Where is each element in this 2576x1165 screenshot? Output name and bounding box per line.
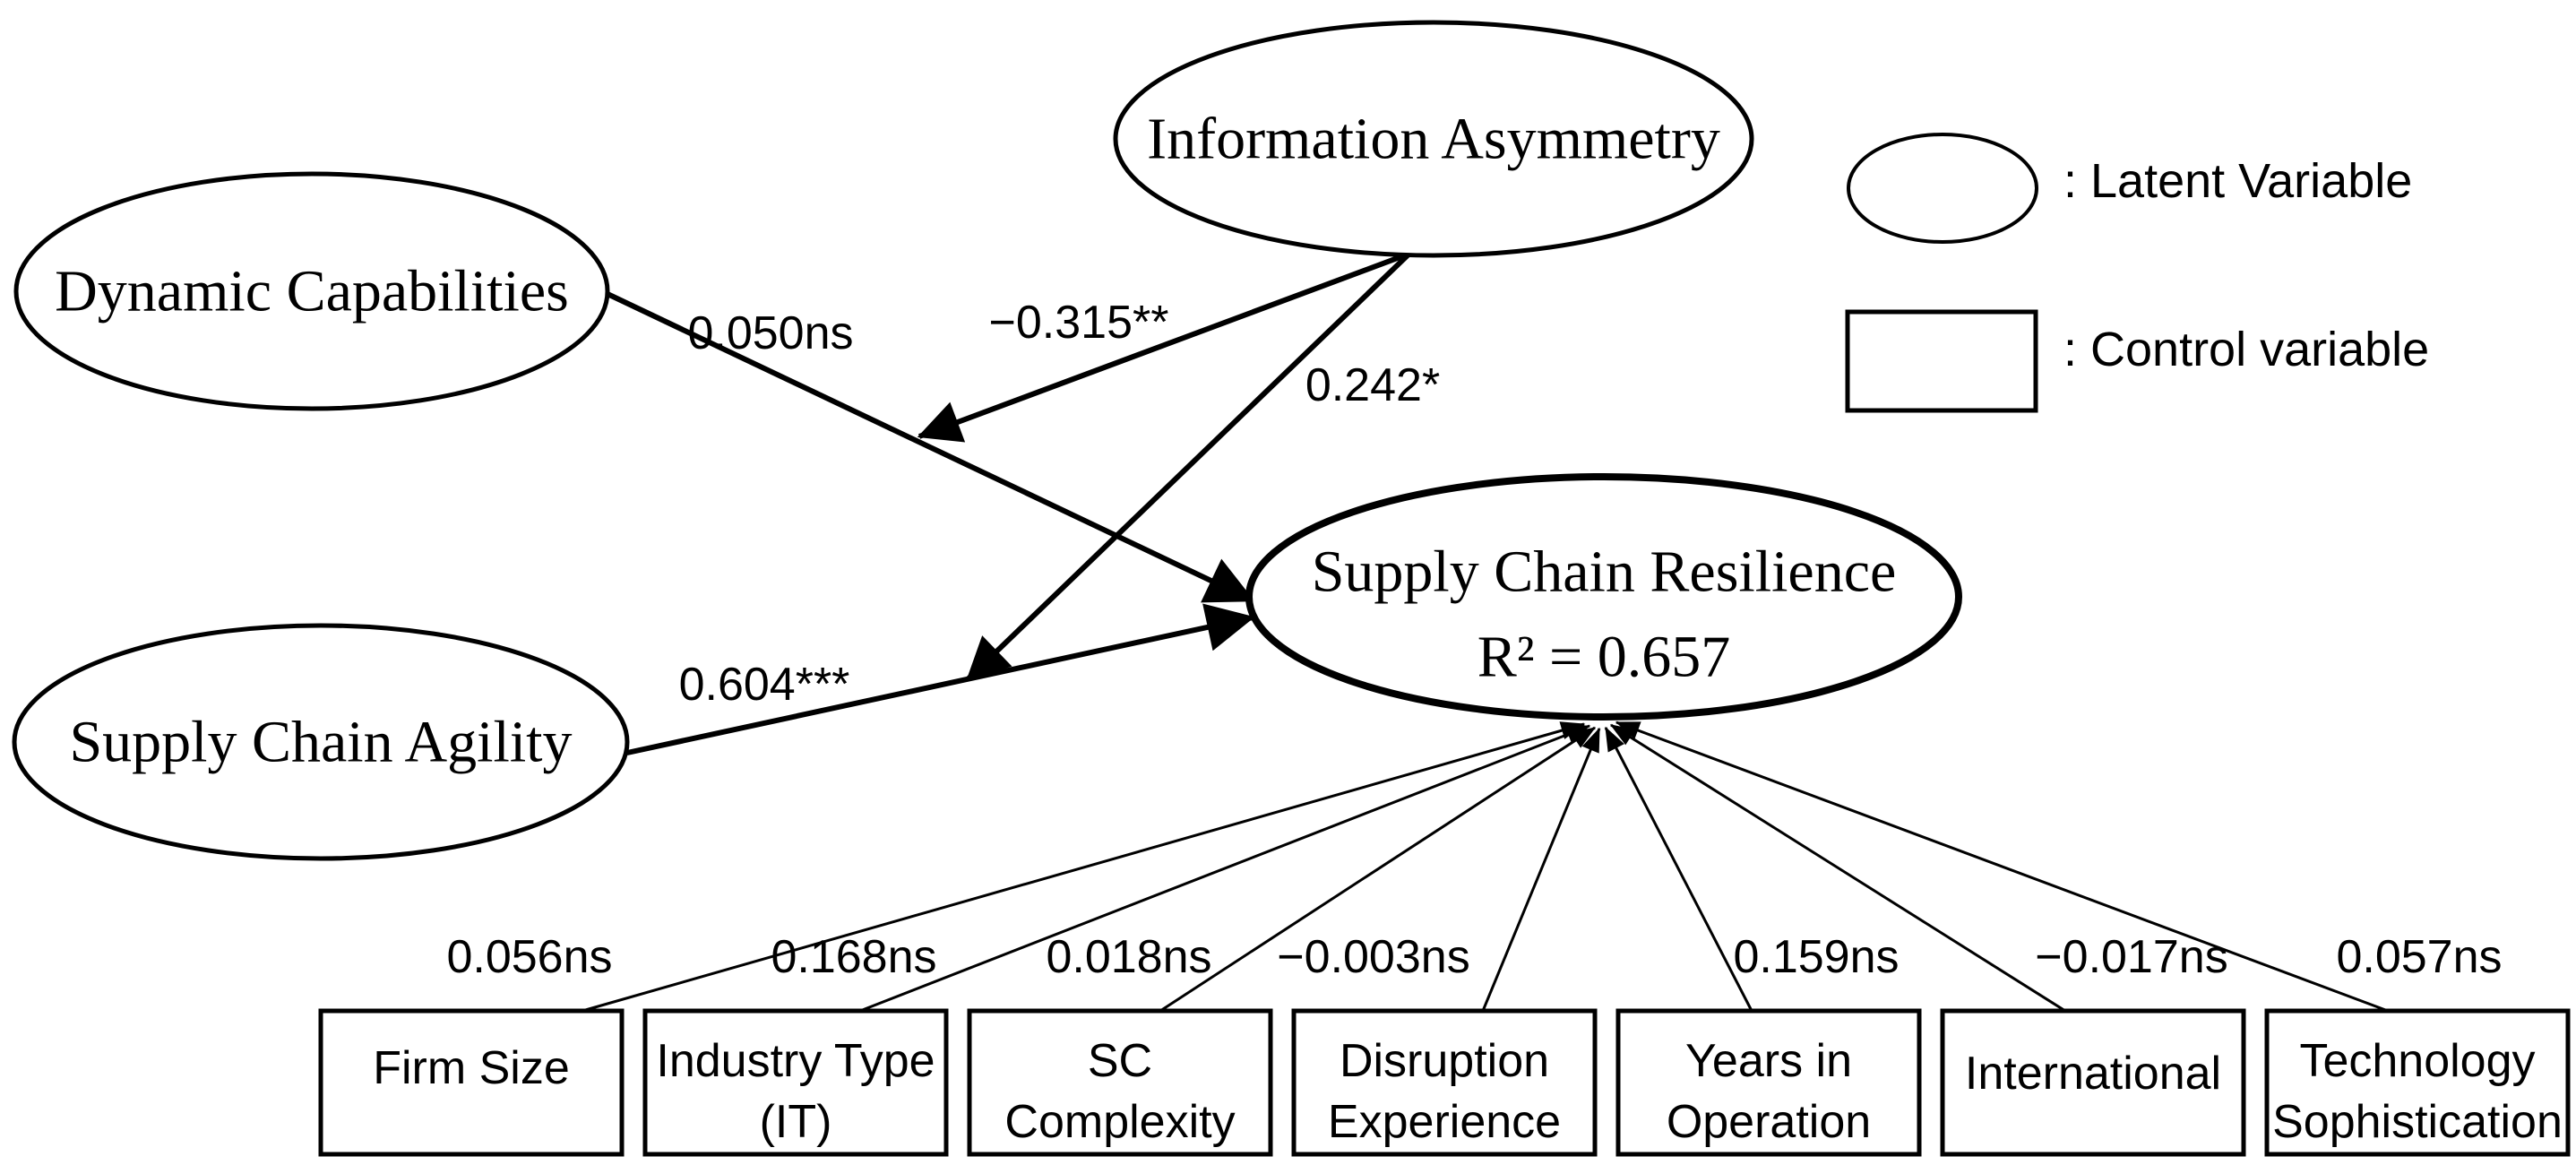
dynamic-capabilities-label: Dynamic Capabilities [55,259,569,324]
coefficient-years-in-operation: 0.159ns [1733,931,1899,983]
path-ia-to-dc-scr [917,251,1411,443]
disruption-experience-box [1291,1008,1598,1157]
coefficient-sc-complexity: 0.018ns [1046,931,1211,983]
path-years-in-operation-to-scr [1604,726,1753,1012]
disruption-experience-label-line2: Experience [1328,1096,1561,1148]
path-international-to-scr [1609,723,2066,1013]
sc-complexity-label-line1: SC [1088,1035,1152,1087]
technology-sophistication-box [2264,1008,2571,1157]
years-in-operation-box [1615,1008,1922,1157]
disruption-experience-label-line1: Disruption [1340,1035,1549,1087]
legend-latent-ellipse-icon [1847,133,2038,244]
path-dc-to-scr [606,291,1255,603]
technology-sophistication-label-line1: Technology [2299,1035,2535,1087]
coefficient-firm-size: 0.056ns [446,931,612,983]
industry-type-label-line1: Industry Type [656,1035,935,1087]
path-industry-type-to-scr [859,724,1591,1013]
supply-chain-resilience-ellipse [1245,473,1962,721]
sc-complexity-label-line2: Complexity [1004,1096,1235,1148]
international-box [1940,1008,2246,1157]
information-asymmetry-ellipse [1113,20,1754,258]
coefficient-international: −0.017ns [2035,931,2227,983]
path-firm-size-to-scr [582,721,1586,1013]
supply-chain-agility-label: Supply Chain Agility [69,710,572,775]
coefficient-ia-dc-scr: −0.315** [989,297,1169,349]
coefficient-sca-scr: 0.604*** [679,659,850,711]
coefficient-dc-scr: 0.050ns [687,307,853,359]
legend-control-label: : Control variable [2063,323,2429,376]
information-asymmetry-label: Information Asymmetry [1147,107,1720,172]
international-label: International [1965,1048,2221,1100]
supply-chain-resilience-label: Supply Chain Resilience [1312,539,1897,605]
dynamic-capabilities-ellipse [13,171,610,411]
coefficient-ia-sca-scr: 0.242* [1305,359,1440,411]
industry-type-label-line2: (IT) [760,1096,832,1148]
coefficient-industry-type: 0.168ns [771,931,936,983]
technology-sophistication-label-line2: Sophistication [2272,1096,2563,1148]
path-ia-to-sca-scr [965,251,1412,682]
legend-control-rect-icon [1845,309,2038,413]
path-technology-sophistication-to-scr [1615,721,2389,1013]
years-in-operation-label-line1: Years in [1685,1035,1852,1087]
sc-complexity-box [967,1008,1273,1157]
coefficient-technology-sophistication: 0.057ns [2336,931,2502,983]
firm-size-box [318,1008,625,1157]
coefficient-disruption-experience: −0.003ns [1277,931,1469,983]
supply-chain-agility-ellipse [12,623,630,861]
path-sc-complexity-to-scr [1159,726,1597,1013]
years-in-operation-label-line2: Operation [1667,1096,1871,1148]
path-sca-to-scr [626,603,1255,755]
supply-chain-resilience-r2: R² = 0.657 [1478,625,1731,690]
path-disruption-experience-to-scr [1481,727,1601,1012]
industry-type-box [642,1008,949,1157]
firm-size-label: Firm Size [373,1042,570,1094]
legend-latent-label: : Latent Variable [2063,154,2412,208]
